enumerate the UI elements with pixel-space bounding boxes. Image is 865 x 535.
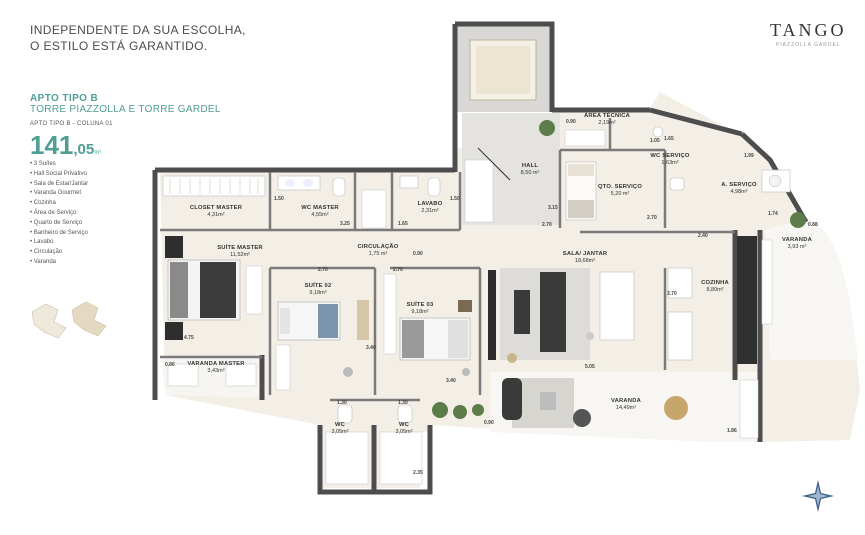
brand-subtitle: PIAZZOLLA GARDEL [775, 42, 841, 48]
area-unit: m² [94, 150, 102, 156]
key-plan-thumbnail [31, 301, 107, 339]
tagline-line-2: O ESTILO ESTÁ GARANTIDO. [30, 39, 208, 53]
brand-name: TANGO [770, 20, 847, 40]
feature-item: Cozinha [30, 199, 88, 209]
brand-logo: TANGO PIAZZOLLA GARDEL [770, 20, 847, 48]
dimension-label: 0.90 [484, 420, 494, 426]
dimension-label: 1.05 [650, 138, 660, 144]
dimension-label: 1.30 [398, 400, 408, 406]
dimension-label: 3.70 [667, 291, 677, 297]
feature-item: Área de Serviço [30, 209, 88, 219]
dimension-label: 2.70 [318, 267, 328, 273]
dimension-label: 0.88 [808, 222, 818, 228]
dimension-label: 1.50 [274, 196, 284, 202]
dimension-label: 3.40 [446, 378, 456, 384]
wc-bottom-fixtures [325, 404, 423, 485]
dimension-label: 1.65 [664, 136, 674, 142]
feature-item: Banheiro de Serviço [30, 229, 88, 239]
service-fixtures [564, 126, 806, 228]
dimension-label: 1.65 [398, 221, 408, 227]
dimension-label: 3.15 [548, 205, 558, 211]
apto-subtitle: TORRE PIAZZOLLA E TORRE GARDEL [30, 104, 221, 115]
dimension-label: 2.35 [413, 470, 423, 476]
feature-item: Varanda [30, 258, 88, 268]
dimension-label: 2.40 [698, 233, 708, 239]
suite-02-furniture [275, 300, 369, 391]
apto-column: APTO TIPO B - COLUNA 01 [30, 121, 113, 127]
feature-item: Circulação [30, 248, 88, 258]
closet-wardrobe [162, 175, 266, 197]
tagline-line-1: INDEPENDENTE DA SUA ESCOLHA, [30, 23, 246, 37]
dimension-label: 3.25 [340, 221, 350, 227]
dimension-label: 2.70 [542, 222, 552, 228]
varanda-furniture [167, 363, 759, 439]
dimension-label: 2.70 [647, 215, 657, 221]
suite-03-furniture [383, 273, 472, 376]
feature-item: Varanda Gourmet [30, 189, 88, 199]
dimension-label: 2.70 [393, 267, 403, 273]
dimension-label: 0.86 [165, 362, 175, 368]
dimension-label: 1.30 [337, 400, 347, 406]
wc-master-fixtures [277, 175, 387, 229]
dimension-label: 0.90 [413, 251, 423, 257]
feature-item: Hall Social Privativo [30, 170, 88, 180]
dimension-label: 1.74 [768, 211, 778, 217]
compass-icon [802, 480, 834, 512]
hall-furniture [464, 120, 555, 223]
sala-furniture [488, 270, 635, 363]
apto-title: APTO TIPO B [30, 93, 99, 104]
feature-item: Lavabo [30, 238, 88, 248]
walls [152, 21, 809, 495]
feature-item: 3 Suítes [30, 160, 88, 170]
qto-servico-bed [565, 161, 597, 221]
dimension-label: 1.99 [744, 153, 754, 159]
dimension-label: 5.05 [585, 364, 595, 370]
dimension-label: 0.90 [566, 119, 576, 125]
cozinha-furniture [667, 236, 773, 364]
tagline: INDEPENDENTE DA SUA ESCOLHA, O ESTILO ES… [30, 22, 246, 54]
area-decimal: ,05 [73, 141, 95, 158]
feature-item: Quarto de Serviço [30, 219, 88, 229]
suite-master-furniture [165, 236, 263, 340]
dimension-label: 3.40 [366, 345, 376, 351]
area-integer: 141 [30, 130, 74, 160]
apto-area: 141,05m² [30, 130, 101, 161]
feature-list: 3 Suítes Hall Social Privativo Sala de E… [30, 160, 88, 268]
inner-walls [160, 118, 735, 402]
lavabo-fixtures [399, 175, 441, 197]
dimension-label: 4.75 [184, 335, 194, 341]
dimension-label: 1.86 [727, 428, 737, 434]
dimension-label: 1.50 [450, 196, 460, 202]
feature-item: Sala de Estar/Jantar [30, 180, 88, 190]
